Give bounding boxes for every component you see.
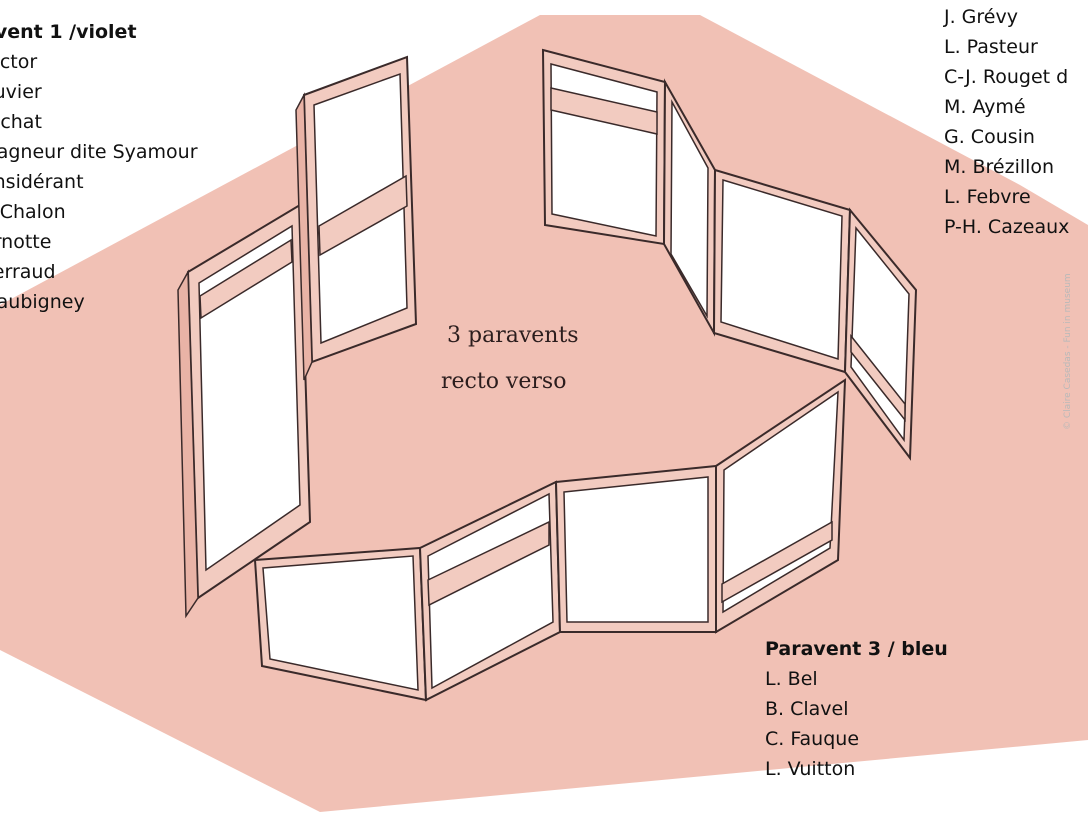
list-item: Daubigney (0, 291, 85, 313)
list-item: J. Grévy (944, 6, 1018, 28)
screen-3-folding-screen (253, 378, 847, 702)
list-item: C. Fauque (765, 728, 860, 750)
screen-3-panel-a (253, 546, 428, 702)
list-item: M. Aymé (944, 96, 1026, 118)
screen-3-panel-c (554, 464, 717, 633)
screen-3-heading: Paravent 3 / bleu (765, 638, 948, 660)
list-item: Bichat (0, 111, 42, 133)
list-item: Victor (0, 51, 38, 73)
list-item: L. Pasteur (944, 36, 1038, 58)
copyright-credit: © Claire Casedas - Fun in museum (1063, 273, 1073, 430)
list-item: C-J. Rouget d (944, 66, 1069, 88)
screen-2-panel-b (662, 78, 717, 337)
screen-1-panel-b (295, 55, 418, 381)
list-item: Gagneur dite Syamour (0, 141, 198, 163)
screen-2-panel-d (843, 207, 918, 461)
list-item: M. Brézillon (944, 156, 1055, 178)
screen-2-panel-c (712, 168, 852, 374)
list-item: e Chalon (0, 201, 66, 223)
caption-line-1: 3 paravents (447, 323, 579, 348)
list-item: Perraud (0, 261, 56, 283)
list-item: L. Febvre (944, 186, 1031, 208)
list-item: G. Cousin (944, 126, 1035, 148)
list-item: L. Vuitton (765, 758, 856, 780)
list-item: onsidérant (0, 171, 84, 193)
list-item: B. Clavel (765, 698, 849, 720)
screen-2-name-list: J. Grévy L. Pasteur C-J. Rouget d M. Aym… (944, 2, 1069, 242)
screen-3-name-list: Paravent 3 / bleu L. Bel B. Clavel C. Fa… (765, 634, 948, 784)
list-item: ernotte (0, 231, 52, 253)
caption-line-2: recto verso (441, 369, 567, 394)
screen-2-panel-a (541, 48, 667, 246)
list-item: P-H. Cazeaux (944, 216, 1070, 238)
screen-1-panel-a (177, 203, 312, 619)
list-item: L. Bel (765, 668, 818, 690)
screen-2-folding-screen (541, 48, 918, 461)
screen-3-panel-d (715, 378, 847, 634)
list-item: ouvier (0, 81, 42, 103)
screen-1-folding-screen (177, 55, 418, 619)
screen-1-name-list: avent 1 /violet Victor ouvier Bichat Gag… (0, 17, 198, 317)
screen-3-panel-b (418, 480, 562, 702)
screen-1-heading: avent 1 /violet (0, 21, 137, 43)
